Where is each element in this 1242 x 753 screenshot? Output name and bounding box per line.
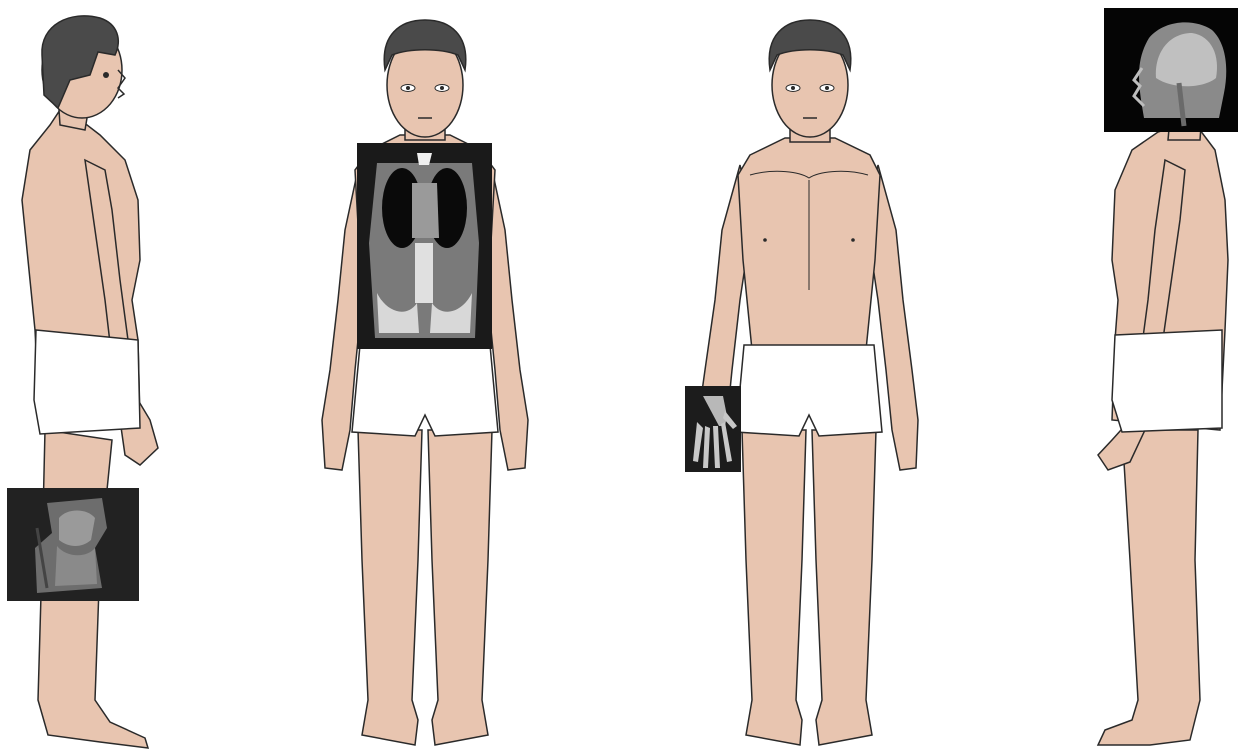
hand-xray-scan <box>685 386 741 472</box>
front-view-figure-torso <box>300 0 550 753</box>
side-view-figure-left <box>0 0 200 753</box>
knee-mri-scan <box>7 488 139 601</box>
front-view-figure-hand <box>680 0 940 753</box>
head-mri-scan <box>1104 8 1238 132</box>
torso-ct-scan <box>357 143 492 349</box>
